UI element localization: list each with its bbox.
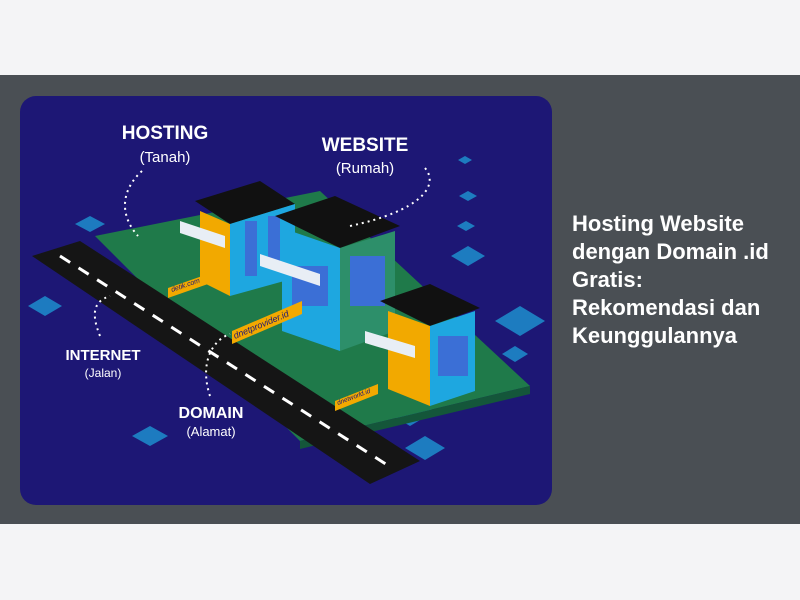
label-internet-sub: (Jalan) xyxy=(85,366,122,380)
article-title[interactable]: Hosting Website dengan Domain .id Gratis… xyxy=(572,211,769,348)
label-domain-main: DOMAIN xyxy=(179,405,244,422)
hero-illustration[interactable]: detik.com dnetprovider.id dnetworld.id H… xyxy=(20,96,552,505)
dotted-arrows xyxy=(93,167,431,397)
label-domain: DOMAIN (Alamat) xyxy=(179,405,244,439)
house-right xyxy=(365,284,480,406)
label-hosting-main: HOSTING xyxy=(122,123,209,144)
label-internet-main: INTERNET xyxy=(66,347,141,364)
label-website-sub: (Rumah) xyxy=(336,160,394,177)
label-website-main: WEBSITE xyxy=(322,135,409,156)
label-hosting-sub: (Tanah) xyxy=(140,149,191,166)
label-hosting: HOSTING (Tanah) xyxy=(122,123,209,166)
label-internet: INTERNET (Jalan) xyxy=(66,347,141,380)
house-center xyxy=(260,196,400,351)
label-domain-sub: (Alamat) xyxy=(186,424,235,439)
label-website: WEBSITE (Rumah) xyxy=(322,135,409,177)
